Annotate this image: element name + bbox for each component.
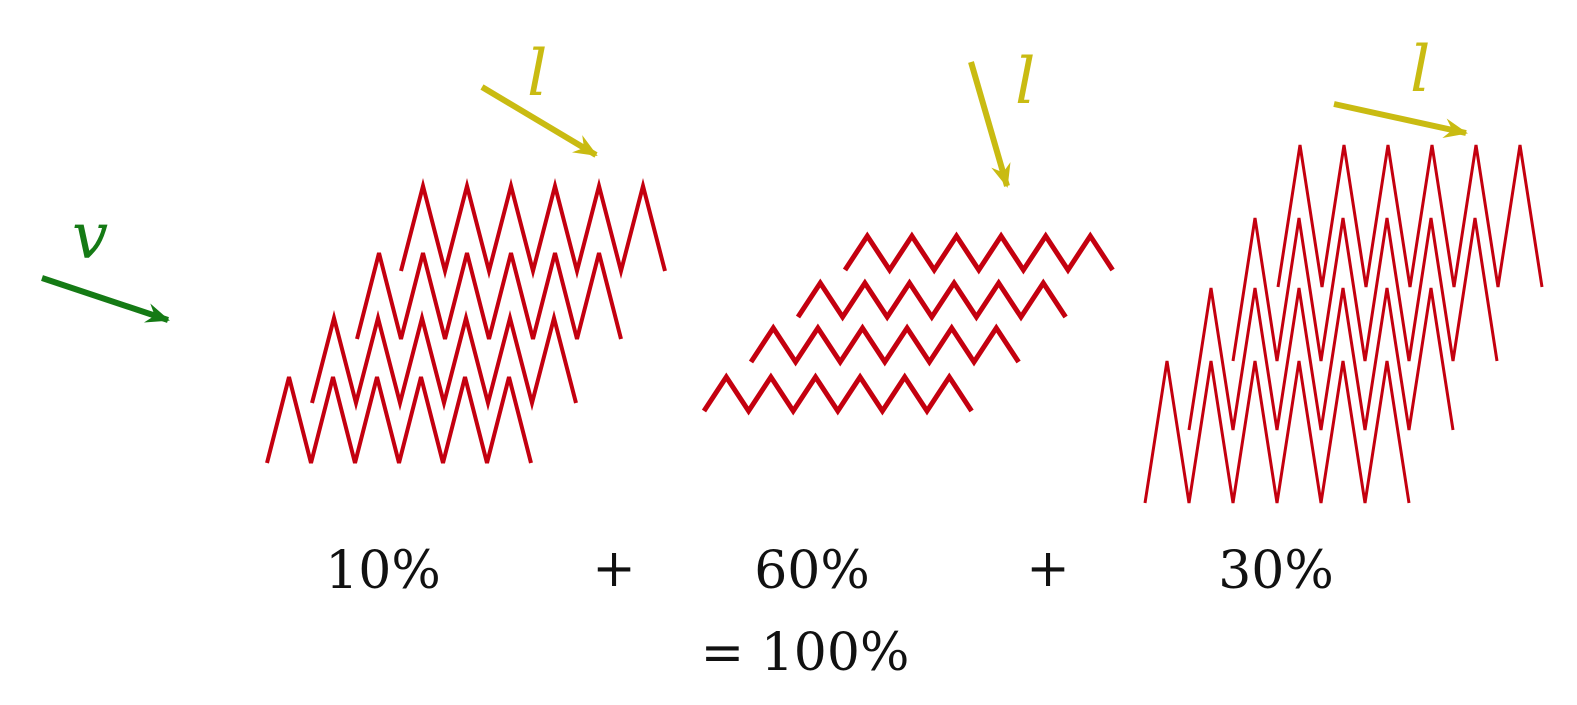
plus-operator-2: + bbox=[1026, 539, 1070, 599]
panel-1-wave-row bbox=[265, 376, 533, 464]
view-vector-arrow bbox=[41, 275, 170, 323]
panel-2-percent: 60% bbox=[754, 541, 870, 601]
panel-2-waves bbox=[701, 231, 1115, 416]
panel-1-waves bbox=[265, 178, 667, 464]
panel-3-wave-row bbox=[1231, 217, 1499, 362]
panel-1-percent: 10% bbox=[325, 541, 441, 601]
panel-1-wave-row bbox=[310, 310, 578, 411]
panel-2-wave-row bbox=[795, 278, 1068, 322]
panel-3-light-label: l bbox=[1410, 33, 1430, 107]
panel-1-wave-row bbox=[355, 252, 623, 340]
panel-3-wave-row bbox=[1143, 360, 1411, 504]
panel-2-wave-row bbox=[701, 372, 974, 416]
panel-3-waves bbox=[1143, 144, 1544, 504]
panel-1-light-label: l bbox=[527, 37, 547, 111]
panel-2: l 60% bbox=[701, 45, 1115, 601]
panel-1-light-arrow bbox=[480, 84, 598, 158]
panel-3-light-arrow bbox=[1333, 101, 1468, 139]
view-vector-label: v bbox=[72, 200, 108, 274]
panel-2-wave-row bbox=[748, 323, 1021, 367]
panel-2-light-label: l bbox=[1015, 45, 1035, 119]
panel-3-wave-row bbox=[1276, 144, 1544, 288]
panel-1: l 10% bbox=[265, 37, 667, 601]
panel-1-wave-row bbox=[399, 178, 667, 279]
panel-3-percent: 30% bbox=[1218, 541, 1334, 601]
panel-3-wave-row bbox=[1187, 287, 1455, 431]
panel-3: l 30% bbox=[1143, 33, 1544, 601]
total-sum: = 100% bbox=[701, 623, 910, 683]
view-vector: v bbox=[41, 200, 170, 323]
panel-2-wave-row bbox=[842, 231, 1115, 275]
plus-operator-1: + bbox=[592, 539, 636, 599]
panel-2-light-arrow bbox=[968, 61, 1011, 188]
